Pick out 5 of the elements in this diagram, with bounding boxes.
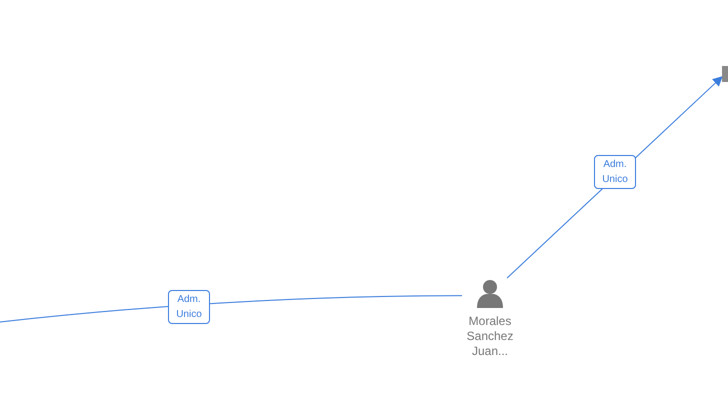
person-name: Morales Sanchez Juan... bbox=[466, 314, 514, 359]
connector-line bbox=[0, 295, 462, 322]
edge-label: Adm. Unico bbox=[168, 290, 210, 324]
edge-label: Adm. Unico bbox=[594, 155, 636, 189]
company-node bbox=[722, 66, 728, 82]
